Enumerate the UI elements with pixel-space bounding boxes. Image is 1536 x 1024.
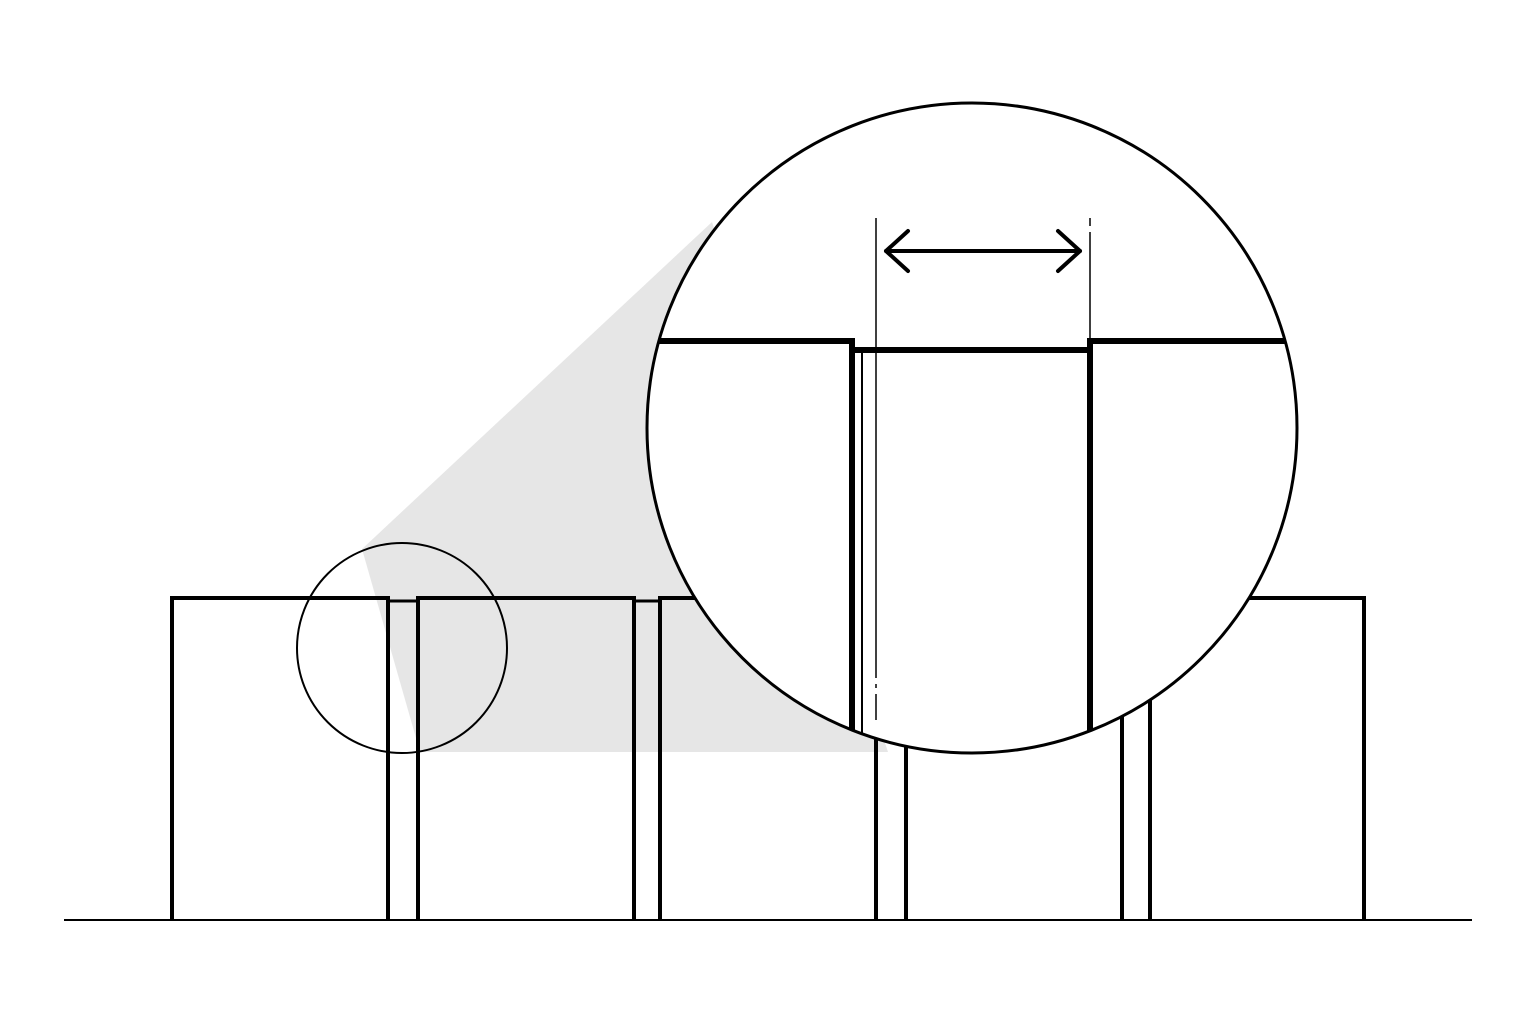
panel-2 (416, 596, 636, 920)
zoom-left-panel-edge (647, 338, 855, 753)
zoom-content (647, 218, 1297, 753)
detail-circle (296, 542, 508, 754)
zoom-circle (645, 101, 1299, 755)
panel-1 (170, 596, 390, 920)
dimension-arrowhead-left (884, 229, 910, 273)
panel-5 (1148, 596, 1366, 920)
gap-dimension-arrow (884, 229, 1082, 273)
dimension-arrowhead-right (1056, 229, 1082, 273)
zoom-circle-fill (647, 103, 1297, 753)
